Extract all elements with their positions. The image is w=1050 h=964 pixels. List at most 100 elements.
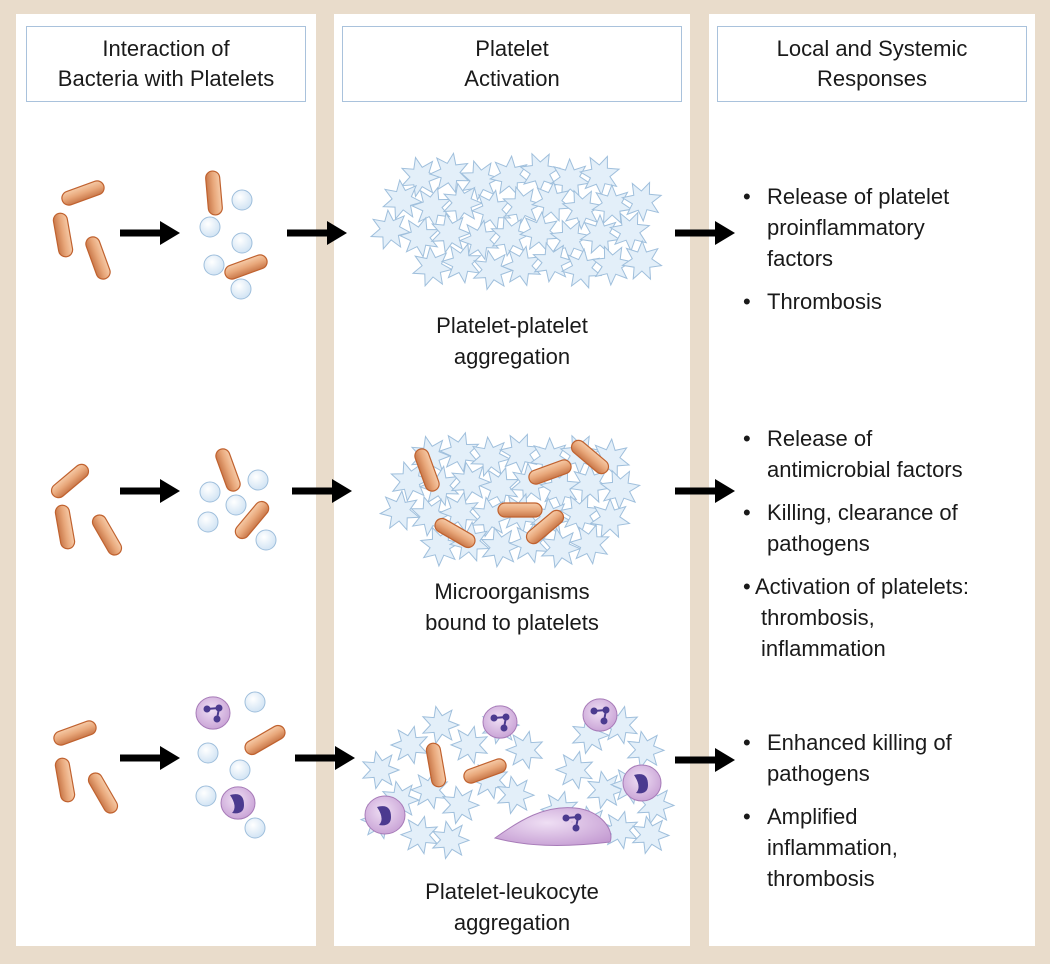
arrow-right-icon (295, 746, 355, 770)
resting-platelet-icon (199, 481, 221, 503)
response-item: • Amplified inflammation, thrombosis (709, 801, 1035, 894)
column-responses: Local and Systemic Responses • Release o… (709, 14, 1035, 946)
activated-platelet-icon (369, 208, 412, 251)
arrow-right-icon (675, 748, 735, 772)
nucleus-icon (593, 708, 608, 722)
activated-platelet-icon (549, 219, 592, 261)
response-item: • Activation of platelets: thrombosis, i… (709, 571, 1035, 664)
activated-platelet-icon (620, 181, 663, 223)
responses-row-3: • Enhanced killing of pathogens • Amplif… (709, 727, 1035, 906)
activated-platelet-icon (568, 523, 610, 566)
activated-platelet-icon (438, 491, 480, 533)
activated-platelet-icon (400, 156, 442, 198)
activated-platelet-icon (496, 775, 536, 815)
rod-bacterium-icon (61, 180, 105, 206)
activated-platelet-icon (586, 770, 626, 810)
response-line: Release of (767, 426, 873, 451)
response-item: • Release of platelet proinflammatory fa… (709, 181, 1035, 274)
rod-bacterium-icon (85, 236, 111, 280)
resting-platelet-icon (247, 469, 269, 491)
rod-bacterium-icon (224, 254, 268, 280)
bullet-icon: • (743, 289, 751, 314)
header-line: Platelet (475, 36, 549, 61)
arrow-right-icon (675, 479, 735, 503)
response-line: Enhanced killing of (767, 730, 952, 755)
activated-platelet-icon (504, 730, 544, 770)
rod-bacterium-icon (234, 500, 270, 540)
nucleus-icon (377, 806, 391, 826)
activated-platelet-icon (390, 460, 432, 503)
activated-platelet-icon (591, 245, 634, 287)
resting-platelet-icon (255, 529, 277, 551)
bullet-icon: • (743, 574, 751, 599)
activated-platelet-icon (488, 154, 531, 196)
activated-platelet-icon (480, 526, 522, 569)
rod-bacterium-icon (50, 463, 90, 499)
leukocyte-icon (482, 705, 518, 739)
activated-platelet-icon (399, 815, 439, 855)
caption-microorganisms-bound: Microorganisms bound to platelets (334, 576, 690, 638)
activated-platelet-icon (472, 249, 514, 291)
header-line: Bacteria with Platelets (57, 66, 275, 91)
response-line: inflammation, (767, 835, 898, 860)
arrow-right-icon (120, 221, 180, 245)
activated-platelet-icon (490, 215, 532, 258)
caption-line: Platelet-platelet (436, 313, 588, 338)
leukocyte-icon (493, 807, 612, 846)
bullet-icon: • (743, 730, 751, 755)
activated-platelet-icon (589, 497, 631, 539)
arrow-right-icon (292, 479, 352, 503)
activated-platelet-icon (599, 469, 642, 511)
activated-platelet-icon (389, 725, 429, 765)
arrow-right-icon (120, 479, 180, 503)
activated-platelet-icon (578, 155, 621, 197)
leukocyte-icon (195, 696, 231, 730)
bullet-icon: • (743, 804, 751, 829)
resting-platelet-icon (203, 254, 225, 276)
activated-platelet-icon (431, 820, 471, 860)
caption-platelet-leukocyte: Platelet-leukocyte aggregation (334, 876, 690, 938)
header-line: Local and Systemic (776, 36, 968, 61)
resting-platelet-icon (195, 785, 217, 807)
activated-platelet-icon (500, 245, 542, 287)
rod-bacterium-icon (414, 448, 440, 492)
bullet-icon: • (743, 184, 751, 209)
resting-platelet-icon (231, 189, 253, 211)
response-line: Amplified (767, 804, 858, 829)
column-header-responses: Local and Systemic Responses (717, 26, 1027, 102)
response-item: • Release of antimicrobial factors (709, 423, 1035, 485)
activated-platelet-icon (608, 211, 651, 253)
response-line: proinflammatory (767, 215, 925, 240)
arrow-right-icon (675, 221, 735, 245)
response-line: thrombosis, (761, 605, 875, 630)
activated-platelet-icon (478, 466, 520, 509)
caption-line: aggregation (453, 910, 571, 935)
resting-platelet-icon (231, 232, 253, 254)
bullet-icon: • (743, 500, 751, 525)
rod-bacterium-icon (54, 504, 76, 550)
activated-platelet-icon (579, 213, 621, 255)
resting-platelet-icon (225, 494, 247, 516)
response-item: • Killing, clearance of pathogens (709, 497, 1035, 559)
responses-row-2: • Release of antimicrobial factors • Kil… (709, 423, 1035, 676)
rod-bacterium-icon (425, 742, 447, 788)
activated-platelet-icon (554, 750, 594, 790)
activated-platelet-icon (558, 494, 601, 536)
activated-platelet-icon (398, 216, 440, 259)
bullet-icon: • (743, 426, 751, 451)
rod-bacterium-icon (87, 772, 119, 814)
resting-platelet-icon (244, 817, 266, 839)
activated-platelet-icon (626, 730, 666, 770)
response-line: Activation of platelets: (755, 574, 970, 599)
caption-line: Microorganisms (434, 579, 590, 604)
rod-bacterium-icon (570, 439, 610, 475)
resting-platelet-icon (197, 742, 219, 764)
response-line: Thrombosis (767, 289, 882, 314)
activated-platelet-icon (411, 245, 454, 288)
activated-platelet-icon (469, 435, 512, 478)
caption-line: bound to platelets (425, 610, 599, 635)
activated-platelet-icon (428, 151, 470, 194)
activated-platelet-icon (449, 725, 489, 765)
responses-row-1: • Release of platelet proinflammatory fa… (709, 181, 1035, 329)
activated-platelet-icon (441, 785, 481, 825)
